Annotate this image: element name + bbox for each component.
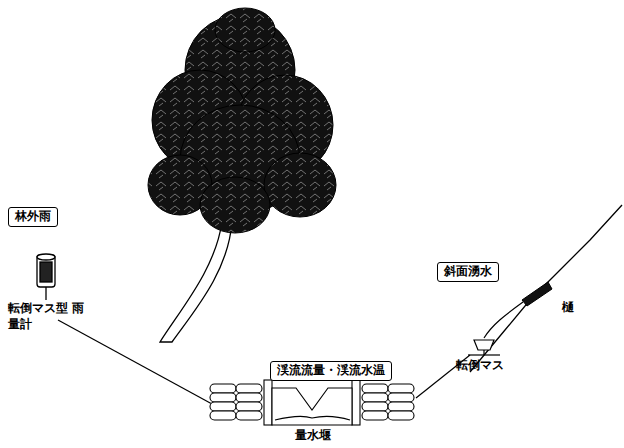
tree-trunk	[160, 222, 232, 342]
slope-line	[470, 205, 622, 372]
signal-wire	[58, 320, 212, 404]
instrument-label: 転倒マス型 雨量計	[8, 301, 88, 332]
rain-gauge	[37, 254, 55, 300]
measuring-weir	[210, 380, 414, 425]
label-box: 斜面湧水	[437, 262, 499, 282]
box-text: 渓流流量・渓流水温	[277, 363, 385, 379]
box-text: 斜面湧水	[444, 264, 492, 280]
tipping-bucket	[468, 340, 500, 355]
spring-flow	[484, 302, 523, 338]
label-box: 渓流流量・渓流水温	[270, 361, 392, 381]
label-box: 林外雨	[8, 207, 58, 227]
gutter-label: 樋	[562, 300, 574, 316]
tree-crown	[148, 8, 336, 233]
box-text: 林外雨	[15, 209, 51, 225]
gutter	[522, 282, 552, 306]
bucket-label: 転倒マス	[456, 358, 504, 374]
weir-label: 量水堰	[295, 428, 331, 444]
